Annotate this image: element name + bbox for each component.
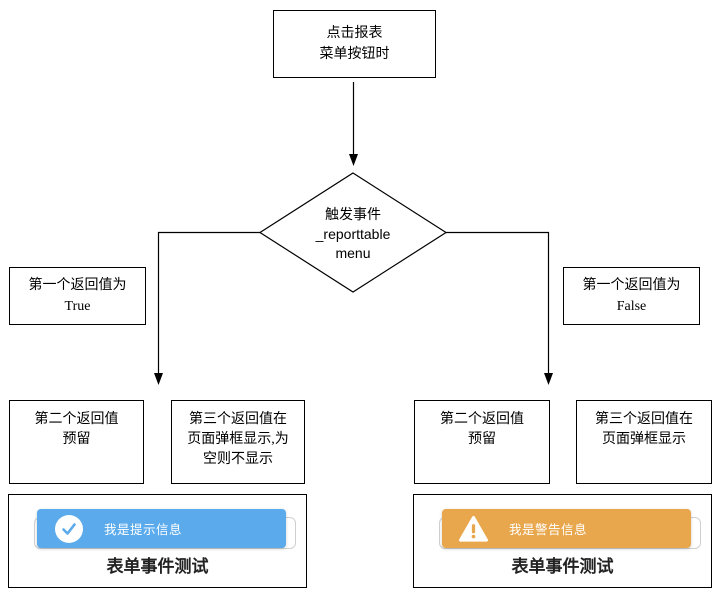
condition-false-box: 第一个返回值为 False <box>563 267 700 325</box>
decision-label-line-2: _reporttable <box>315 226 391 242</box>
warning-result-panel: 我是警告信息 表单事件测试 <box>413 494 712 588</box>
true-third-return-line-3: 空则不显示 <box>203 452 273 467</box>
warning-toast: 我是警告信息 <box>442 509 691 548</box>
true-third-return-box: 第三个返回值在 页面弹框显示,为 空则不显示 <box>171 400 305 484</box>
decision-diamond <box>258 172 448 293</box>
arrowhead-true-branch <box>154 373 163 385</box>
condition-false-line-1: 第一个返回值为 <box>582 278 681 293</box>
true-second-return-line-2: 预留 <box>62 432 91 447</box>
decision-label-line-1: 触发事件 <box>325 208 381 223</box>
arrowhead-start-to-decision <box>349 154 358 166</box>
true-second-return-line-1: 第二个返回值 <box>34 412 119 427</box>
info-panel-caption: 表单事件测试 <box>106 557 209 576</box>
info-result-panel: 我是提示信息 表单事件测试 <box>8 494 307 588</box>
start-box: 点击报表 菜单按钮时 <box>273 10 436 78</box>
info-toast: 我是提示信息 <box>37 509 286 548</box>
condition-false-line-2: False <box>616 299 647 314</box>
true-second-return-box: 第二个返回值 预留 <box>9 400 144 484</box>
true-third-return-line-2: 页面弹框显示,为 <box>187 432 289 447</box>
decision-label-line-3: menu <box>335 245 371 261</box>
false-second-return-line-1: 第二个返回值 <box>440 412 524 427</box>
check-circle-icon <box>54 514 83 543</box>
false-second-return-line-2: 预留 <box>468 432 496 447</box>
warning-triangle-icon <box>459 514 488 543</box>
arrowhead-false-branch <box>544 373 553 385</box>
false-third-return-box: 第三个返回值在 页面弹框显示 <box>576 400 712 484</box>
warning-panel-caption: 表单事件测试 <box>511 557 614 576</box>
condition-true-line-1: 第一个返回值为 <box>28 278 127 293</box>
connector-true-branch <box>157 231 260 374</box>
info-toast-message: 我是提示信息 <box>104 523 183 537</box>
warning-toast-message: 我是警告信息 <box>509 523 588 537</box>
true-third-return-line-1: 第三个返回值在 <box>189 412 287 427</box>
decision-label: 触发事件 _reporttable menu <box>263 206 443 263</box>
start-box-line-2: 菜单按钮时 <box>319 47 390 62</box>
condition-true-box: 第一个返回值为 True <box>9 267 146 325</box>
connector-false-branch <box>446 231 550 374</box>
false-second-return-box: 第二个返回值 预留 <box>414 400 550 484</box>
start-box-line-1: 点击报表 <box>326 26 383 41</box>
false-third-return-line-2: 页面弹框显示 <box>602 432 686 447</box>
false-third-return-line-1: 第三个返回值在 <box>595 412 693 427</box>
condition-true-line-2: True <box>64 299 91 314</box>
